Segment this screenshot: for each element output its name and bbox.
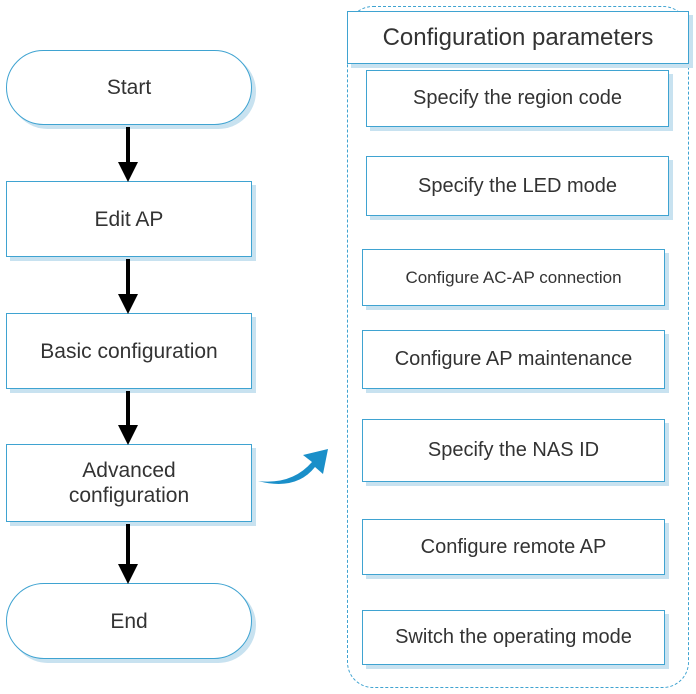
parameter-region-code: Specify the region code <box>366 70 669 127</box>
advanced-configuration-node: Advanced configuration <box>6 444 252 522</box>
start-label: Start <box>106 76 152 99</box>
parameter-ac-ap-connection: Configure AC-AP connection <box>362 249 665 306</box>
configuration-parameters-title-text: Configuration parameters <box>382 23 654 51</box>
end-label: End <box>110 609 148 633</box>
parameter-nas-id-label: Specify the NAS ID <box>427 439 600 461</box>
parameter-operating-mode: Switch the operating mode <box>362 610 665 665</box>
edit-ap-label: Edit AP <box>94 207 164 231</box>
parameter-ac-ap-connection-label: Configure AC-AP connection <box>405 268 622 287</box>
start-node: Start <box>6 50 252 125</box>
parameter-led-mode: Specify the LED mode <box>366 156 669 216</box>
parameter-led-mode-label: Specify the LED mode <box>418 174 617 197</box>
parameter-ap-maintenance-label: Configure AP maintenance <box>394 348 633 370</box>
parameter-remote-ap: Configure remote AP <box>362 519 665 575</box>
parameter-remote-ap-label: Configure remote AP <box>420 535 607 558</box>
basic-configuration-node: Basic configuration <box>6 313 252 389</box>
parameter-nas-id: Specify the NAS ID <box>362 419 665 482</box>
configuration-parameters-title: Configuration parameters <box>347 11 689 64</box>
basic-configuration-label: Basic configuration <box>40 339 218 363</box>
advanced-configuration-label-line1: Advanced <box>82 459 176 482</box>
parameter-ap-maintenance: Configure AP maintenance <box>362 330 665 389</box>
configuration-parameters-group <box>347 6 689 688</box>
parameter-operating-mode-label: Switch the operating mode <box>395 626 632 648</box>
callout-arrow <box>258 449 328 484</box>
advanced-configuration-label-line2: configuration <box>68 484 190 507</box>
parameter-region-code-label: Specify the region code <box>412 87 623 109</box>
edit-ap-node: Edit AP <box>6 181 252 257</box>
